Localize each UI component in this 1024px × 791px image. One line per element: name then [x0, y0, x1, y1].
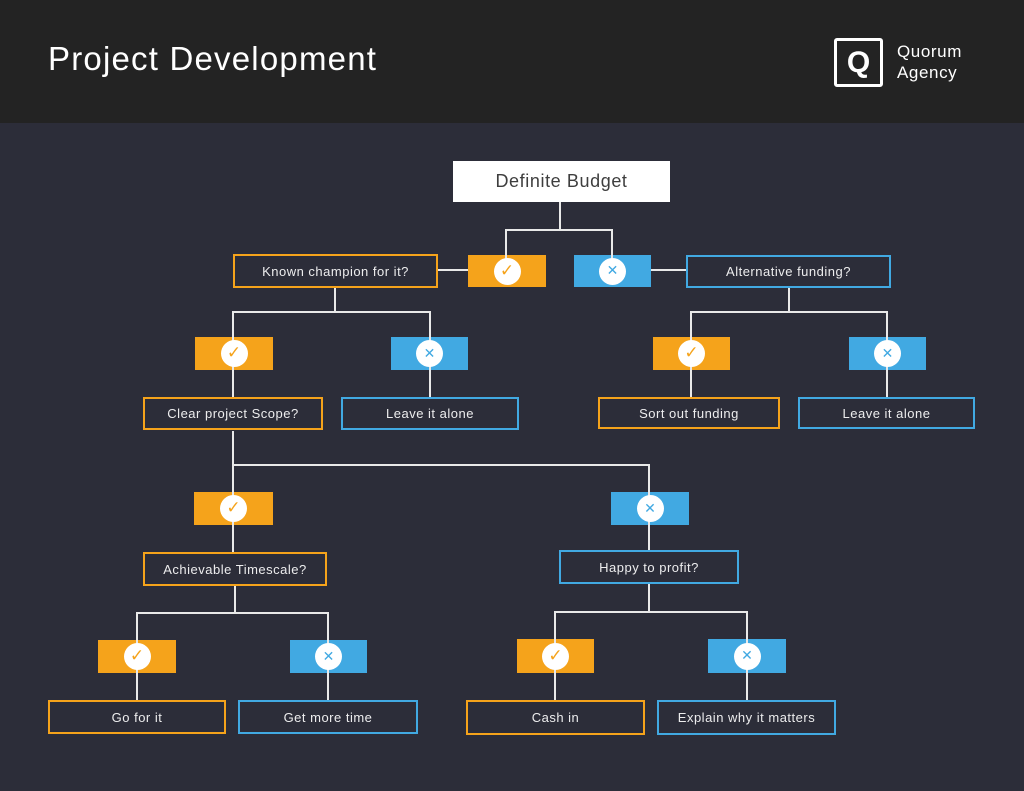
decision-no-champion: ✕	[391, 337, 468, 370]
node-clear-project-scope: Clear project Scope?	[143, 397, 323, 430]
cross-icon: ✕	[599, 257, 626, 285]
decision-yes-timescale: ✓	[98, 640, 176, 673]
connector-line	[505, 229, 507, 271]
connector-line	[690, 311, 888, 313]
node-achievable-timescale: Achievable Timescale?	[143, 552, 327, 586]
connector-line	[232, 431, 234, 466]
node-go-for-it: Go for it	[48, 700, 226, 734]
connector-line	[234, 586, 236, 614]
cross-icon: ✕	[315, 643, 342, 670]
check-icon: ✓	[220, 495, 247, 522]
connector-line	[232, 311, 431, 313]
connector-line	[437, 269, 468, 271]
logo-letter: Q	[846, 45, 871, 79]
connector-line	[648, 584, 650, 613]
check-icon: ✓	[678, 340, 705, 367]
connector-line	[611, 229, 613, 271]
cross-icon: ✕	[416, 340, 443, 367]
connector-line	[136, 612, 329, 614]
logo: Q Quorum Agency	[833, 38, 962, 87]
node-leave-it-alone-left: Leave it alone	[341, 397, 519, 430]
node-explain-why-it-matters: Explain why it matters	[657, 700, 836, 735]
connector-line	[334, 288, 336, 313]
connector-line	[788, 288, 790, 313]
node-cash-in: Cash in	[466, 700, 645, 735]
node-alternative-funding: Alternative funding?	[686, 255, 891, 288]
connector-line	[554, 611, 748, 613]
cross-icon: ✕	[636, 495, 664, 522]
logo-name-line2: Agency	[896, 63, 958, 82]
node-definite-budget: Definite Budget	[453, 161, 670, 202]
cross-icon: ✕	[874, 340, 901, 367]
logo-text: Quorum Agency	[897, 38, 962, 83]
decision-yes-budget: ✓	[468, 255, 546, 287]
node-known-champion: Known champion for it?	[233, 254, 438, 288]
connector-line	[232, 464, 650, 466]
page-title: Project Development	[48, 40, 378, 77]
decision-yes-profit: ✓	[517, 639, 594, 673]
decision-no-timescale: ✕	[290, 640, 367, 673]
connector-line	[559, 202, 561, 230]
decision-no-funding: ✕	[849, 337, 926, 370]
logo-name-line1: Quorum	[896, 42, 962, 61]
node-leave-it-alone-right: Leave it alone	[798, 397, 975, 429]
check-icon: ✓	[542, 642, 569, 670]
connector-line	[651, 269, 686, 271]
decision-no-profit: ✕	[708, 639, 786, 673]
header: Project Development Q Quorum Agency	[0, 0, 1024, 123]
decision-yes-champion: ✓	[195, 337, 273, 370]
node-get-more-time: Get more time	[238, 700, 418, 734]
decision-no-scope: ✕	[611, 492, 689, 525]
cross-icon: ✕	[733, 642, 761, 670]
decision-no-budget: ✕	[574, 255, 651, 287]
connector-line	[505, 229, 613, 231]
check-icon: ✓	[220, 340, 248, 367]
decision-yes-funding: ✓	[653, 337, 730, 370]
check-icon: ✓	[493, 257, 521, 285]
check-icon: ✓	[123, 643, 151, 670]
node-sort-out-funding: Sort out funding	[598, 397, 780, 429]
logo-q-icon: Q	[833, 38, 883, 87]
decision-yes-scope: ✓	[194, 492, 273, 525]
node-happy-to-profit: Happy to profit?	[559, 550, 739, 584]
